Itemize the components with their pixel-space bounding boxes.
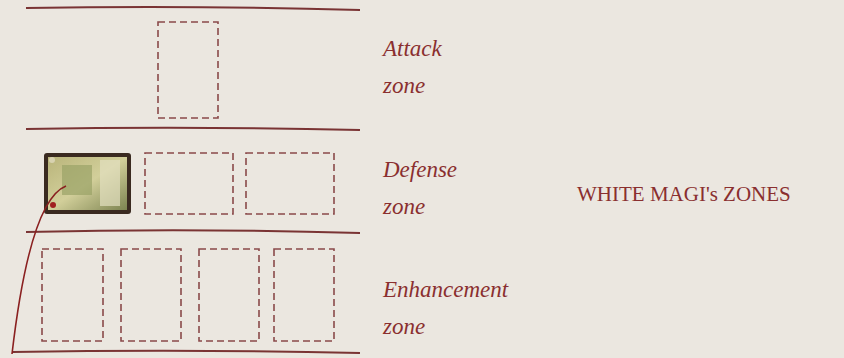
card-art: [100, 160, 120, 206]
card-image: [44, 153, 131, 214]
divider-line: [12, 351, 360, 353]
card-art: [48, 157, 127, 210]
card-slot: [145, 153, 233, 214]
divider-line: [26, 128, 360, 130]
card-slot: [199, 249, 259, 341]
card-slot: [121, 249, 181, 341]
leader-line: [12, 186, 66, 354]
zone-label: Defense zone: [383, 151, 457, 225]
card-frame: [44, 153, 131, 214]
card-art: [62, 165, 92, 195]
zone-label: Attack zone: [383, 30, 442, 104]
card-gem: [50, 202, 56, 208]
card-slot: [158, 22, 218, 118]
card-slot: [42, 249, 103, 341]
divider-line: [26, 230, 360, 233]
card-slots: [42, 22, 334, 341]
zone-label: Enhancement zone: [383, 271, 508, 345]
divider-line: [26, 7, 360, 10]
zone-dividers: [12, 7, 360, 353]
card-slot: [246, 153, 334, 214]
player-heading: WHITE MAGI's ZONES: [577, 176, 791, 213]
card-slot: [274, 249, 334, 341]
card-gem: [49, 157, 55, 163]
